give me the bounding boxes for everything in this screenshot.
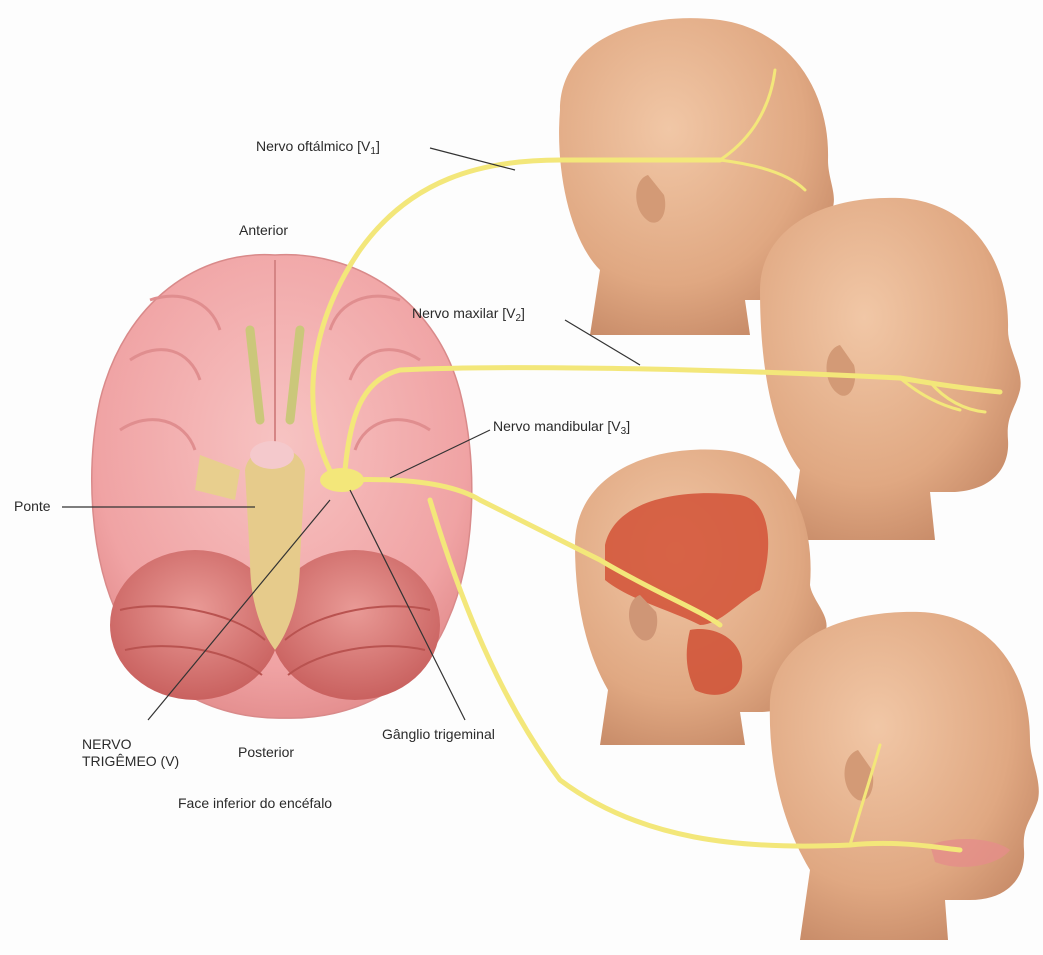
- label-maxillary-nerve: Nervo maxilar [V2]: [412, 305, 525, 327]
- label-ponte: Ponte: [14, 498, 51, 515]
- label-mandibular-nerve: Nervo mandibular [V3]: [493, 418, 630, 440]
- label-posterior: Posterior: [238, 744, 294, 761]
- label-trigeminal-ganglion: Gânglio trigeminal: [382, 726, 495, 743]
- label-trigeminal-nerve-line1: NERVO: [82, 736, 179, 753]
- label-trigeminal-nerve-line2: TRIGÊMEO (V): [82, 753, 179, 770]
- label-anterior: Anterior: [239, 222, 288, 239]
- label-trigeminal-nerve: NERVO TRIGÊMEO (V): [82, 736, 179, 770]
- leader-ophthalmic: [430, 148, 515, 170]
- label-ophthalmic-nerve: Nervo oftálmico [V1]: [256, 138, 380, 160]
- caption-inferior-brain: Face inferior do encéfalo: [178, 795, 332, 812]
- head-maxillary: [760, 198, 1021, 540]
- head-mandibular: [770, 612, 1039, 940]
